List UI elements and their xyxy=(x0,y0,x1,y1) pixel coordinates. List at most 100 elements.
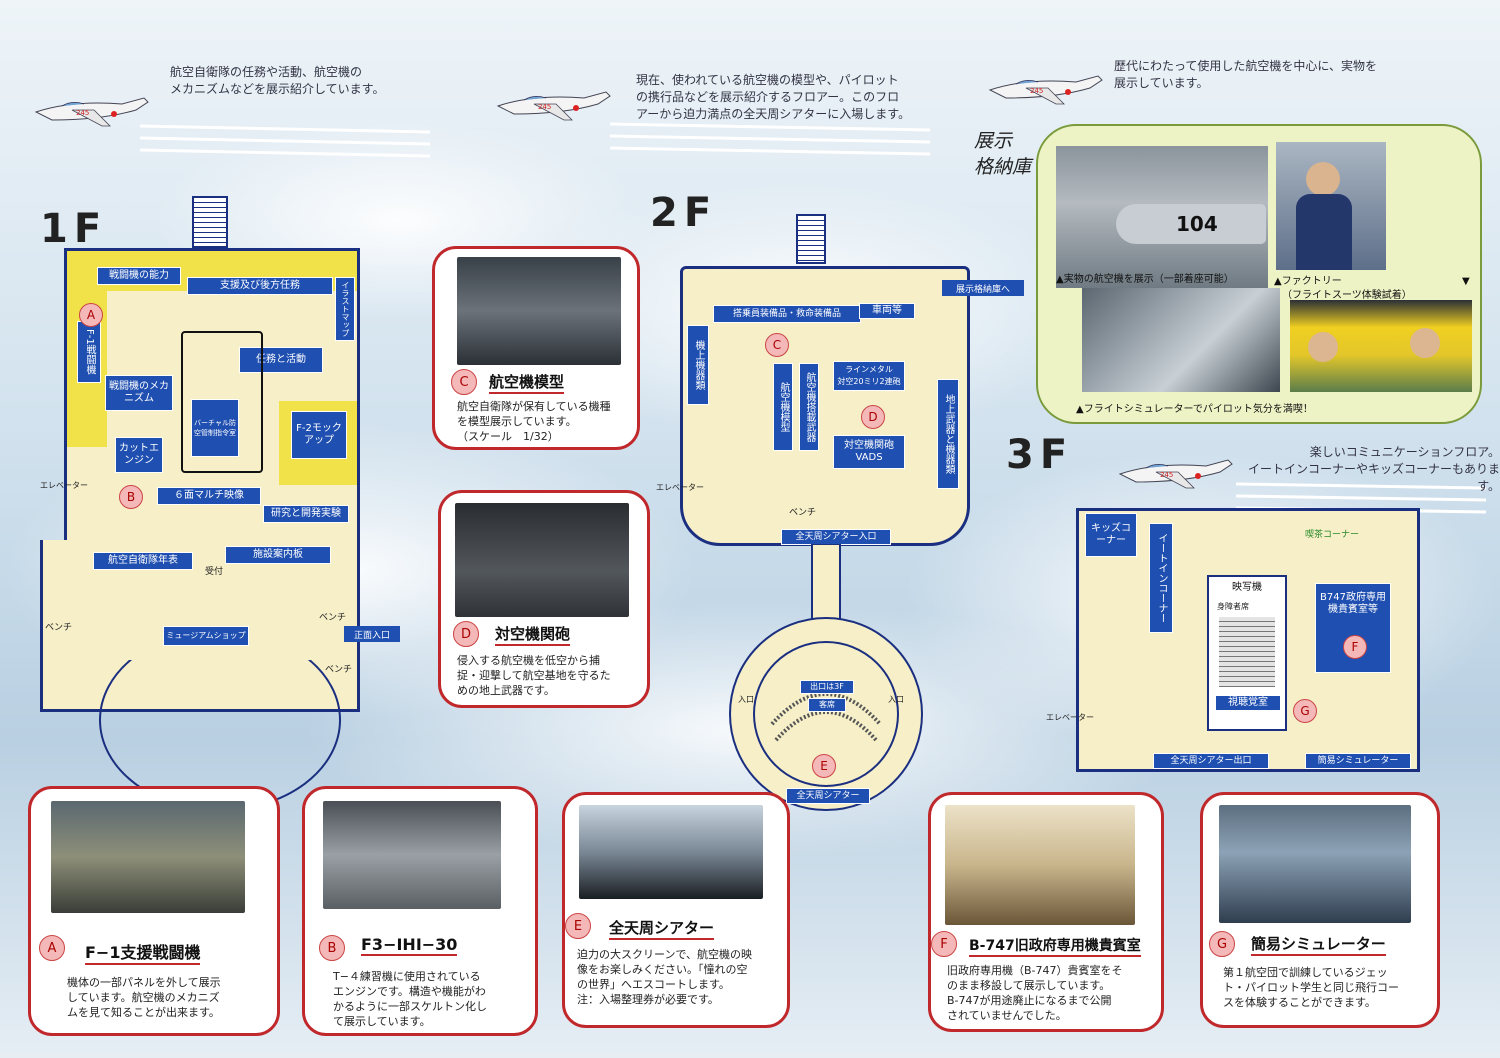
hangar-caption: （フライトスーツ体験試着） xyxy=(1282,290,1412,301)
room-fighter-capability[interactable]: 戦闘機の能力 xyxy=(97,267,181,285)
room-mission-activity[interactable]: 任務と活動 xyxy=(239,347,323,373)
marker-e: E xyxy=(565,913,591,939)
floor-label-2f: 2F xyxy=(650,190,718,236)
marker-c: C xyxy=(451,369,477,395)
desc-line: ムを見て知ることが出来ます。 xyxy=(67,1006,220,1019)
desc-line: 注：入場整理券が必要です。 xyxy=(577,993,719,1006)
room-museum-shop[interactable]: ミュージアムショップ xyxy=(163,626,249,646)
intro-line: アーから迫力満点の全天周シアターに入場します。 xyxy=(636,107,911,121)
room-multi-screen[interactable]: ６面マルチ映像 xyxy=(157,487,261,505)
room-vads[interactable]: 対空機関砲 VADS xyxy=(833,435,905,469)
room-simple-simulator[interactable]: 簡易シミュレーター xyxy=(1305,753,1411,769)
av-seats xyxy=(1219,617,1275,687)
marker-b[interactable]: B xyxy=(119,485,143,509)
room-research[interactable]: 研究と開発実験 xyxy=(263,505,349,523)
room-f2-mockup[interactable]: F-2モックアップ xyxy=(291,411,347,459)
card-f-b747[interactable]: F B-747旧政府専用機貴賓室 旧政府専用機（B-747）貴賓室をそ のまま移… xyxy=(928,792,1164,1032)
card-e-theater[interactable]: E 全天周シアター 迫力の大スクリーンで、航空機の映 像をお楽しみください。「憧… xyxy=(562,792,790,1028)
marker-a[interactable]: A xyxy=(79,303,103,327)
elevator-label-3f: エレベーター xyxy=(1046,713,1094,722)
theater-right-entry: 入口 xyxy=(888,695,904,704)
hangar-title: 展示 格納庫 xyxy=(974,128,1031,180)
1f-outdoor-circle xyxy=(99,660,341,810)
theater-seats: 客席 xyxy=(808,698,846,712)
room-aircraft-model[interactable]: 航空機模型 xyxy=(773,363,793,451)
room-projector: 映写機 xyxy=(1213,581,1281,595)
aircraft-number: 104 xyxy=(1176,212,1218,236)
photo-engine xyxy=(323,801,501,909)
marker-f[interactable]: F xyxy=(1343,635,1367,659)
t4-plane-icon: 245 xyxy=(1118,459,1233,489)
room-cut-engine[interactable]: カットエンジン xyxy=(115,437,163,473)
cafe-corner[interactable]: 喫茶コーナー xyxy=(1305,530,1360,540)
room-illustration-map[interactable]: イラストマップ xyxy=(335,277,355,341)
marker-c[interactable]: C xyxy=(765,333,789,357)
plane-number: 245 xyxy=(1160,471,1173,479)
room-facility-guide[interactable]: 施設案内板 xyxy=(225,546,331,564)
room-aircraft-weapons[interactable]: 航空機搭載武器 xyxy=(799,363,819,451)
marker-g[interactable]: G xyxy=(1293,699,1317,723)
marker-b: B xyxy=(319,935,345,961)
t4-plane-icon: 245 xyxy=(988,75,1103,105)
reception-label: 受付 xyxy=(205,567,224,577)
room-support-mission[interactable]: 支援及び後方任務 xyxy=(187,277,333,295)
room-ground-weapons[interactable]: 地上武器と機器類 xyxy=(937,379,959,489)
room-onboard-equipment[interactable]: 機上機器類 xyxy=(687,325,709,405)
marker-e[interactable]: E xyxy=(812,754,836,778)
card-c-aircraft-model[interactable]: C 航空機模型 航空自衛隊が保有している機種 を模型展示しています。 （スケール… xyxy=(432,246,640,450)
room-kids-corner[interactable]: キッズコーナー xyxy=(1085,513,1137,557)
photo-simulator xyxy=(1219,805,1411,923)
hangar-caption: ▲フライトシミュレーターでパイロット気分を満喫！ xyxy=(1076,404,1313,415)
hangar-panel: 104 ▲実物の航空機を展示（一部着座可能） ▲ファクトリー （フライトスーツ体… xyxy=(1036,124,1482,424)
theater-entrance[interactable]: 全天周シアター入口 xyxy=(781,529,891,545)
theater-label: 全天周シアター xyxy=(786,788,870,804)
stairs-2f xyxy=(796,214,826,264)
card-g-simulator[interactable]: G 簡易シミュレーター 第１航空団で訓練しているジェッ ト・パイロット学生と同じ… xyxy=(1200,792,1440,1028)
floor-label-3f: 3F xyxy=(1006,432,1074,478)
rheinmetall-sublabel: 対空20ミリ2連砲 xyxy=(837,377,901,386)
theater-exit[interactable]: 全天周シアター出口 xyxy=(1153,753,1269,769)
bench-label: ベンチ xyxy=(789,508,817,518)
main-entrance-arrow[interactable]: 正面入口 xyxy=(344,626,400,642)
contrail-lines xyxy=(140,124,431,158)
room-eat-in-corner[interactable]: イートインコーナー xyxy=(1149,523,1173,633)
t4-plane-icon: 245 xyxy=(496,91,611,121)
display-frame xyxy=(181,331,263,473)
card-b-engine[interactable]: B F3−IHI−30 T−４練習機に使用されている エンジンです。構造や機能が… xyxy=(302,786,538,1036)
intro-line: 歴代にわたって使用した航空機を中心に、実物を xyxy=(1114,59,1378,73)
room-rheinmetall[interactable]: ラインメタル 対空20ミリ2連砲 xyxy=(833,361,905,391)
vads-sublabel: VADS xyxy=(855,452,883,463)
room-history-timeline[interactable]: 航空自衛隊年表 xyxy=(93,552,193,570)
desc-line: されていませんでした。 xyxy=(947,1009,1067,1022)
room-f1-fighter[interactable]: F-1戦闘機 xyxy=(77,321,101,383)
map-1f: 戦闘機の能力 支援及び後方任務 イラストマップ F-1戦闘機 任務と活動 戦闘機… xyxy=(64,248,360,556)
card-desc: T−４練習機に使用されている エンジンです。構造や機能がわ かるように一部スケル… xyxy=(333,969,487,1029)
bench-label: ベンチ xyxy=(319,613,347,623)
card-title: 全天周シアター xyxy=(609,917,715,940)
room-av[interactable]: 視聴覚室 xyxy=(1215,695,1281,711)
desc-line: スを体験することができます。 xyxy=(1223,996,1376,1009)
desc-line: 第１航空団で訓練しているジェッ xyxy=(1223,966,1388,979)
room-fighter-mechanism[interactable]: 戦闘機のメカニズム xyxy=(105,375,173,411)
card-d-aa-gun[interactable]: D 対空機関砲 侵入する航空機を低空から捕 捉・迎撃して航空基地を守るた めの地… xyxy=(438,490,650,708)
to-hangar-arrow[interactable]: 展示格納庫へ xyxy=(942,280,1024,296)
elevator-label-1f: エレベーター xyxy=(40,481,88,490)
disabled-seats: 身障者席 xyxy=(1217,602,1249,611)
desc-line: 旧政府専用機（B-747）貴賓室をそ xyxy=(947,964,1123,977)
intro-line: イートインコーナーやキッズコーナーもあります。 xyxy=(1247,462,1500,493)
room-vehicles[interactable]: 車両等 xyxy=(859,303,915,319)
room-crew-equipment[interactable]: 搭乗員装備品・救命装備品 xyxy=(713,305,861,323)
card-title: F−1支援戦闘機 xyxy=(85,939,201,965)
marker-a: A xyxy=(39,935,65,961)
room-b747[interactable]: B747政府専用機貴賓室等 xyxy=(1315,583,1391,673)
marker-d[interactable]: D xyxy=(861,405,885,429)
desc-line: 機体の一部パネルを外して展示 xyxy=(67,976,221,989)
card-a-f1-fighter[interactable]: A F−1支援戦闘機 機体の一部パネルを外して展示 しています。航空機のメカニズ… xyxy=(28,786,280,1036)
desc-line: 侵入する航空機を低空から捕 xyxy=(457,654,600,667)
vads-label: 対空機関砲 xyxy=(844,440,894,451)
desc-line: B-747が用途廃止になるまで公開 xyxy=(947,994,1112,1007)
room-virtual-command[interactable]: バーチャル防空管制指令室 xyxy=(191,399,239,457)
card-title: F3−IHI−30 xyxy=(361,935,458,956)
desc-line: 像をお楽しみください。「憧れの空 xyxy=(577,963,748,976)
desc-line: 航空自衛隊が保有している機種 xyxy=(457,400,611,413)
